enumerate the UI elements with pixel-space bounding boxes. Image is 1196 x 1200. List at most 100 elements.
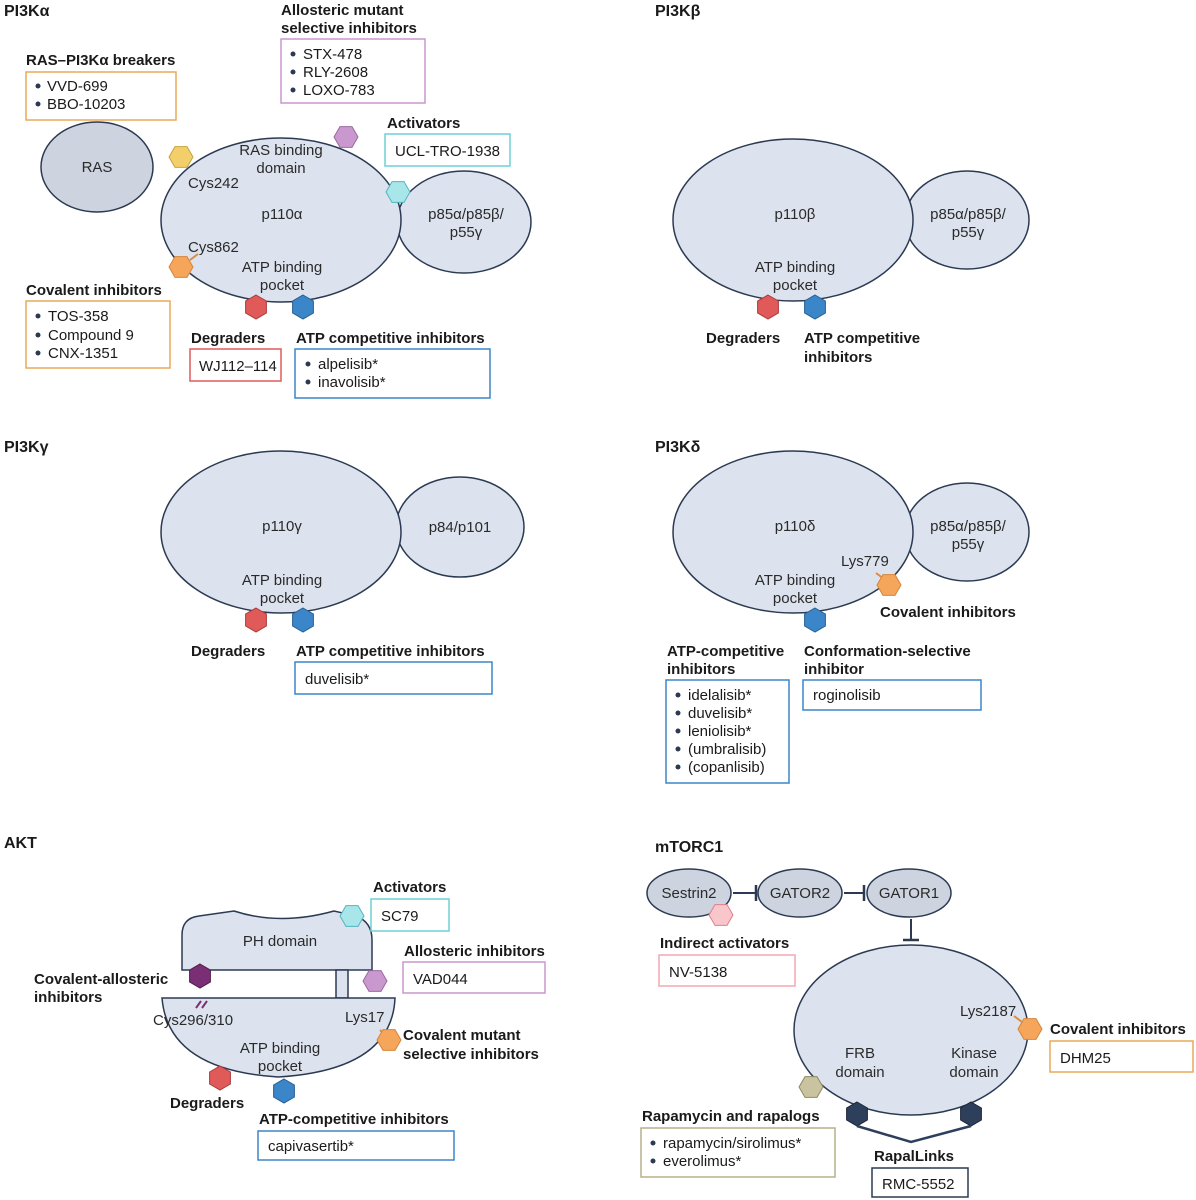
p85-label-1: p85α/p85β/	[428, 206, 505, 223]
bullet	[305, 361, 311, 367]
ras-protein	[40, 121, 154, 213]
cys862-label: Cys862	[188, 239, 239, 256]
bullet	[675, 728, 681, 734]
bullet	[305, 379, 311, 385]
kinase-label-2: domain	[949, 1064, 998, 1081]
bullet	[675, 764, 681, 770]
bullet	[35, 350, 41, 356]
activators-title: Activators	[373, 879, 446, 896]
activators-box	[370, 898, 450, 932]
pi3kd-panel: PI3Kδ p85α/p85β/ p55γ p110δ Lys779 ATP b…	[655, 439, 1030, 784]
activator-item: UCL-TRO-1938	[395, 143, 500, 160]
atp-pocket-label-1: ATP binding	[242, 572, 322, 589]
atp-pocket-label-1: ATP binding	[755, 259, 835, 276]
p85-label-1: p85α/p85β/	[930, 206, 1007, 223]
atp-pocket-label-1: ATP binding	[755, 572, 835, 589]
bullet	[675, 692, 681, 698]
atp-competitive-title: ATP-competitive inhibitors	[259, 1111, 449, 1128]
p110g-subunit	[160, 450, 402, 614]
rbd-label-1: RAS binding	[239, 142, 322, 159]
gator2-protein	[757, 868, 843, 918]
atp-competitive-title-2: inhibitors	[667, 661, 735, 678]
p110d-label: p110δ	[775, 518, 816, 535]
atp-pocket-label-1: ATP binding	[242, 259, 322, 276]
bullet	[675, 746, 681, 752]
covalent-item: Compound 9	[48, 327, 134, 344]
rapalinks-title: RapalLinks	[874, 1148, 954, 1165]
atp-competitive-item: leniolisib*	[688, 723, 752, 740]
lys779-label: Lys779	[841, 553, 889, 570]
akt-title: AKT	[4, 835, 37, 852]
atp-competitive-box	[665, 679, 790, 784]
atp-competitive-label-1: ATP competitive	[804, 330, 920, 347]
purple-hexagon-icon	[362, 970, 388, 992]
degraders-box	[189, 348, 282, 382]
blue-hexagon-icon	[273, 1078, 295, 1104]
allosteric-item: LOXO-783	[303, 82, 375, 99]
bullet	[35, 83, 41, 89]
pi3kb-panel: PI3Kβ p85α/p85β/ p55γ p110β ATP binding …	[655, 3, 1030, 366]
degrader-item: WJ112–114	[199, 358, 277, 375]
bullet	[35, 101, 41, 107]
covalent-mutant-label-1: Covalent mutant	[403, 1027, 521, 1044]
atp-competitive-box	[294, 661, 493, 695]
frb-label-1: FRB	[845, 1045, 875, 1062]
ph-domain	[181, 910, 373, 971]
atp-competitive-item: capivasertib*	[268, 1138, 354, 1155]
covalent-inhibitor-item: DHM25	[1060, 1050, 1111, 1067]
pi3ka-title: PI3Kα	[4, 3, 50, 20]
atp-competitive-item: duvelisib*	[688, 705, 752, 722]
conformation-item: roginolisib	[813, 687, 881, 704]
p110g-label: p110γ	[262, 518, 302, 535]
p110d-subunit	[672, 450, 914, 614]
indirect-activators-title: Indirect activators	[660, 935, 789, 952]
conformation-box	[802, 679, 982, 711]
allosteric-item: RLY-2608	[303, 64, 368, 81]
p110b-label: p110β	[775, 206, 816, 223]
pi3kb-title: PI3Kβ	[655, 3, 701, 20]
pi3kg-panel: PI3Kγ p84/p101 p110γ ATP binding pocket …	[4, 439, 525, 695]
akt-kinase-domain	[161, 997, 396, 1078]
atp-competitive-title: ATP competitive inhibitors	[296, 643, 485, 660]
covalent-title: Covalent inhibitors	[26, 282, 162, 299]
sestrin2-label: Sestrin2	[661, 885, 716, 902]
activator-item: SC79	[381, 908, 419, 925]
covalent-inhibitors-box	[1049, 1040, 1194, 1073]
pi3kg-title: PI3Kγ	[4, 439, 49, 456]
lys17-label: Lys17	[345, 1009, 384, 1026]
atp-pocket-label-2: pocket	[258, 1058, 303, 1075]
allosteric-mutant-box	[280, 38, 426, 104]
degraders-label: Degraders	[706, 330, 780, 347]
p85-label-2: p55γ	[450, 224, 483, 241]
mtor-protein	[793, 944, 1029, 1116]
ph-kinase-linker	[335, 969, 349, 999]
mtorc1-panel: mTORC1 Sestrin2 GATOR2 GATOR1 Indirect a…	[640, 839, 1194, 1198]
atp-competitive-box	[294, 348, 491, 399]
rapamycin-item: rapamycin/sirolimus*	[663, 1135, 802, 1152]
allosteric-item: VAD044	[413, 971, 468, 988]
covalent-item: TOS-358	[48, 308, 109, 325]
atp-pocket-label-2: pocket	[260, 590, 305, 607]
lys2187-label: Lys2187	[960, 1003, 1016, 1020]
rapalink-linker	[856, 1124, 972, 1144]
allosteric-item: STX-478	[303, 46, 362, 63]
atp-pocket-label-2: pocket	[260, 277, 305, 294]
covalent-item: CNX-1351	[48, 345, 118, 362]
covalent-link-icon	[1013, 1015, 1023, 1023]
bullet	[650, 1158, 656, 1164]
gator1-protein	[866, 868, 952, 918]
ph-domain-label: PH domain	[243, 933, 317, 950]
covalent-allosteric-label-1: Covalent-allosteric	[34, 971, 168, 988]
bullet	[35, 332, 41, 338]
sestrin2-protein	[646, 868, 732, 918]
rbd-label-2: domain	[256, 160, 305, 177]
atp-pocket-label-1: ATP binding	[240, 1040, 320, 1057]
degraders-title: Degraders	[191, 330, 265, 347]
allosteric-title: Allosteric inhibitors	[404, 943, 545, 960]
rapalinks-item: RMC-5552	[882, 1176, 955, 1193]
p84-label: p84/p101	[429, 519, 492, 536]
atp-competitive-item: (umbralisib)	[688, 741, 766, 758]
p85-label-2: p55γ	[952, 224, 985, 241]
allosteric-box	[402, 961, 546, 994]
cys-label: Cys296/310	[153, 1012, 233, 1029]
